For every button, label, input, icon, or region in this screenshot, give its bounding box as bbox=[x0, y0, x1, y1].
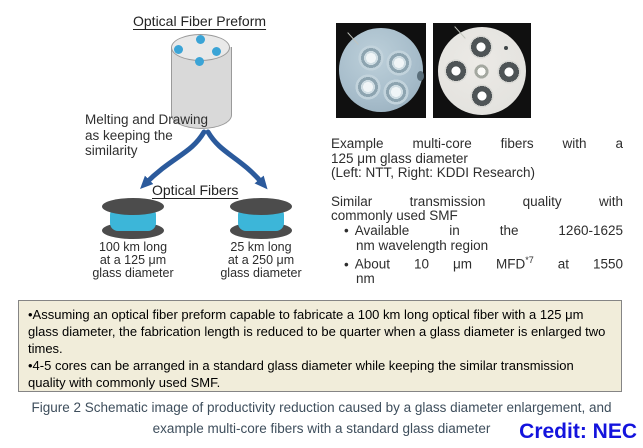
spool-flange bbox=[230, 198, 292, 215]
fiber-core bbox=[443, 58, 469, 84]
fiber-core bbox=[468, 34, 494, 60]
fiber-core bbox=[358, 45, 384, 71]
photos-caption-line: Example multi-core fibers with a bbox=[331, 136, 623, 151]
center-marker bbox=[473, 63, 490, 80]
fiber-core bbox=[383, 79, 409, 105]
arrow-left bbox=[140, 129, 207, 189]
footnote-marker: *7 bbox=[525, 255, 534, 266]
optical-fibers-title: Optical Fibers bbox=[152, 182, 239, 198]
fiber-spool-right bbox=[230, 198, 292, 240]
spool-right-label: 25 km long at a 250 μm glass diameter bbox=[220, 240, 302, 280]
bullet-item-wavelength: •Available in the 1260-1625 bbox=[344, 222, 623, 238]
bullet-item-mfd: •About 10 μm MFD*7 at 1550 bbox=[344, 255, 623, 272]
spacer bbox=[331, 181, 623, 195]
preform-core-dot bbox=[174, 45, 183, 54]
preform-core-dot bbox=[212, 47, 221, 56]
kddi-fiber-cross-section-photo bbox=[433, 23, 531, 118]
right-text-panel: Example multi-core fibers with a 125 μm … bbox=[331, 136, 623, 287]
ntt-fiber-cross-section-photo bbox=[336, 23, 426, 118]
scratch-mark bbox=[454, 26, 466, 39]
fiber-core bbox=[355, 74, 381, 100]
credit-label: Credit: NEC bbox=[519, 420, 637, 443]
photos-caption-line: (Left: NTT, Right: KDDI Research) bbox=[331, 165, 536, 181]
preform-title: Optical Fiber Preform bbox=[133, 13, 267, 29]
fiber-cladding bbox=[339, 28, 424, 112]
melting-drawing-label: Melting and Drawing as keeping the simil… bbox=[85, 112, 209, 158]
fiber-core bbox=[386, 50, 412, 76]
note-item: •Assuming an optical fiber preform capab… bbox=[28, 307, 606, 356]
figure-caption: Figure 2 Schematic image of productivity… bbox=[31, 400, 612, 436]
fiber-spool-left bbox=[102, 198, 164, 240]
quality-statement-line: commonly used SMF bbox=[331, 208, 458, 224]
spool-left-label: 100 km long at a 125 μm glass diameter bbox=[92, 240, 174, 280]
bullet-item-mfd-cont: nm bbox=[356, 271, 375, 287]
bullet-item-wavelength-cont: nm wavelength region bbox=[356, 237, 489, 253]
scratch-mark bbox=[347, 32, 359, 45]
preform-core-dot bbox=[195, 57, 204, 66]
preform-core-dot bbox=[196, 35, 205, 44]
bullet-glyph: • bbox=[344, 222, 349, 238]
defect-blob bbox=[417, 71, 424, 81]
note-item: •4-5 cores can be arranged in a standard… bbox=[28, 358, 574, 390]
photos-caption-line: 125 μm glass diameter bbox=[331, 150, 468, 166]
fiber-core bbox=[469, 83, 495, 109]
summary-note-box: •Assuming an optical fiber preform capab… bbox=[18, 300, 622, 392]
quality-statement-line: Similar transmission quality with bbox=[331, 193, 623, 209]
fiber-cladding bbox=[438, 26, 526, 115]
defect-speck bbox=[504, 46, 508, 50]
arrow-right bbox=[205, 129, 268, 190]
bullet-glyph: • bbox=[344, 256, 349, 272]
spool-flange bbox=[102, 198, 164, 215]
drawing-arrows bbox=[140, 129, 268, 190]
fiber-core bbox=[496, 59, 522, 85]
